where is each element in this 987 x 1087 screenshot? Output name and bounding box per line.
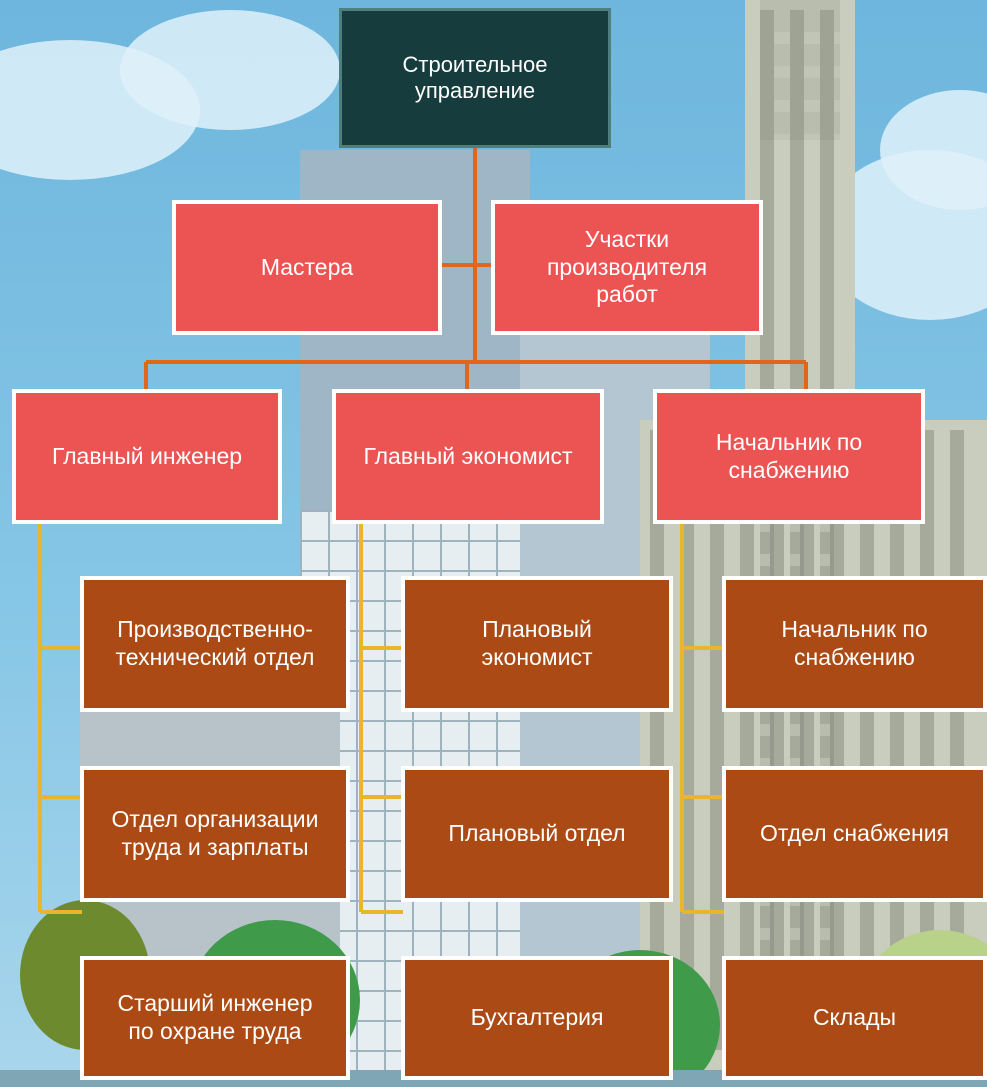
department-label: Начальник по снабжению [715, 428, 863, 483]
unit-label: Склады [812, 1004, 897, 1031]
unit-label: Старший инженер по охране труда [117, 990, 313, 1044]
unit-label: Бухгалтерия [470, 1004, 604, 1031]
department-node-chief-engineer: Главный инженер [12, 389, 282, 524]
connector-branch-1 [38, 520, 82, 912]
unit-node: Бухгалтерия [401, 956, 673, 1080]
unit-node-okhrana-truda: Старший инженер по охране труда [80, 956, 350, 1080]
department-node-supply-head: Начальник по снабжению [653, 389, 925, 524]
unit-node: Начальник по снабжению [722, 576, 987, 712]
unit-node: Плановый экономист [401, 576, 673, 712]
connector-branch-2 [359, 520, 403, 912]
unit-node: Плановый отдел [401, 766, 673, 902]
assistant-label: Мастера [260, 253, 354, 280]
unit-label: Отдел снабжения [759, 820, 949, 847]
org-root-node: Строительное управление [339, 8, 611, 148]
unit-node: Производственно- технический отдел [80, 576, 350, 712]
org-root-label: Строительное управление [402, 51, 548, 103]
unit-label: Начальник по снабжению [781, 616, 928, 670]
assistant-node-uchastki: Участки производителя работ [491, 200, 763, 335]
department-node-chief-economist: Главный экономист [332, 389, 604, 524]
assistant-label: Участки производителя работ [546, 226, 708, 308]
unit-label: Производственно- технический отдел [115, 616, 315, 670]
cloud-shape [120, 10, 340, 130]
connector-branch-3 [680, 520, 724, 912]
unit-label: Отдел организации труда и зарплаты [111, 806, 319, 860]
department-label: Главный инженер [51, 442, 243, 469]
assistant-node-mastera: Мастера [172, 200, 442, 335]
unit-label: Плановый экономист [481, 616, 593, 670]
unit-label: Плановый отдел [448, 820, 626, 847]
unit-node: Отдел снабжения [722, 766, 987, 902]
department-label: Главный экономист [363, 442, 573, 469]
unit-node: Отдел организации труда и зарплаты [80, 766, 350, 902]
unit-node: Склады [722, 956, 987, 1080]
